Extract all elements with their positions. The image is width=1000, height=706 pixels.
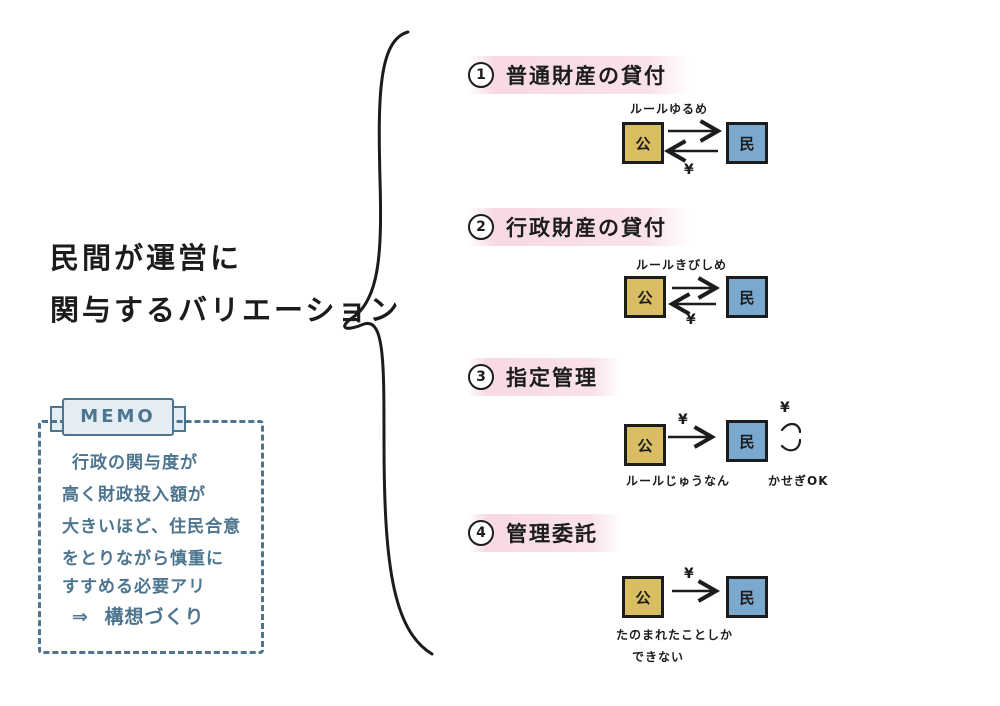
yen-icon: ¥ xyxy=(684,162,694,178)
private-box: 民 xyxy=(726,276,768,318)
memo-line-4: をとりながら慎重に xyxy=(62,549,224,569)
section-3-number: 3 xyxy=(468,364,494,390)
double-arrow-icon: ⇒ xyxy=(72,606,89,628)
yen-icon: ¥ xyxy=(780,400,790,416)
public-box: 公 xyxy=(624,424,666,466)
earning-cycle-icon xyxy=(780,423,802,452)
section-3-bottom-note: ルールじゅうなん xyxy=(626,474,731,488)
section-4-bottom-note: たのまれたことしか xyxy=(616,628,734,642)
section-2-title: 行政財産の貸付 xyxy=(506,216,667,240)
section-2-heading: 2 行政財産の貸付 xyxy=(468,208,691,246)
section-1-number: 1 xyxy=(468,62,494,88)
yen-icon: ¥ xyxy=(686,312,696,328)
private-box: 民 xyxy=(726,576,768,618)
memo-line-2: 高く財政投入額が xyxy=(62,485,206,505)
section-1-top-note: ルールゆるめ xyxy=(630,102,709,116)
section-1-title: 普通財産の貸付 xyxy=(506,64,667,88)
memo-line-1: 行政の関与度が xyxy=(72,453,198,473)
public-box: 公 xyxy=(622,576,664,618)
yen-icon: ¥ xyxy=(684,566,694,582)
section-4-title: 管理委託 xyxy=(506,522,598,546)
private-box: 民 xyxy=(726,420,768,462)
memo-conclusion: ⇒ 構想づくり xyxy=(72,602,205,629)
section-3-bottom-note-2: かせぎOK xyxy=(768,474,829,488)
section-4-heading: 4 管理委託 xyxy=(468,514,622,552)
main-title-line1: 民間が運営に xyxy=(50,241,243,275)
curly-brace xyxy=(343,30,434,656)
public-box: 公 xyxy=(622,122,664,164)
section-1-heading: 1 普通財産の貸付 xyxy=(468,56,691,94)
memo-conclusion-text: 構想づくり xyxy=(104,606,205,628)
section-3-title: 指定管理 xyxy=(506,366,598,390)
memo-line-3: 大きいほど、住民合意 xyxy=(62,517,242,537)
public-box: 公 xyxy=(624,276,666,318)
memo-label: MEMO xyxy=(50,398,186,436)
main-title: 民間が運営に 関与するバリエーション xyxy=(50,232,401,336)
section-2-top-note: ルールきびしめ xyxy=(636,258,728,272)
private-box: 民 xyxy=(726,122,768,164)
section-3-heading: 3 指定管理 xyxy=(468,358,622,396)
section-2-number: 2 xyxy=(468,214,494,240)
section-4-number: 4 xyxy=(468,520,494,546)
section-4-bottom-note-2: できない xyxy=(632,650,685,664)
yen-icon: ¥ xyxy=(678,412,688,428)
memo-line-5: すすめる必要アリ xyxy=(62,577,206,597)
main-title-line2: 関与するバリエーション xyxy=(50,293,402,327)
